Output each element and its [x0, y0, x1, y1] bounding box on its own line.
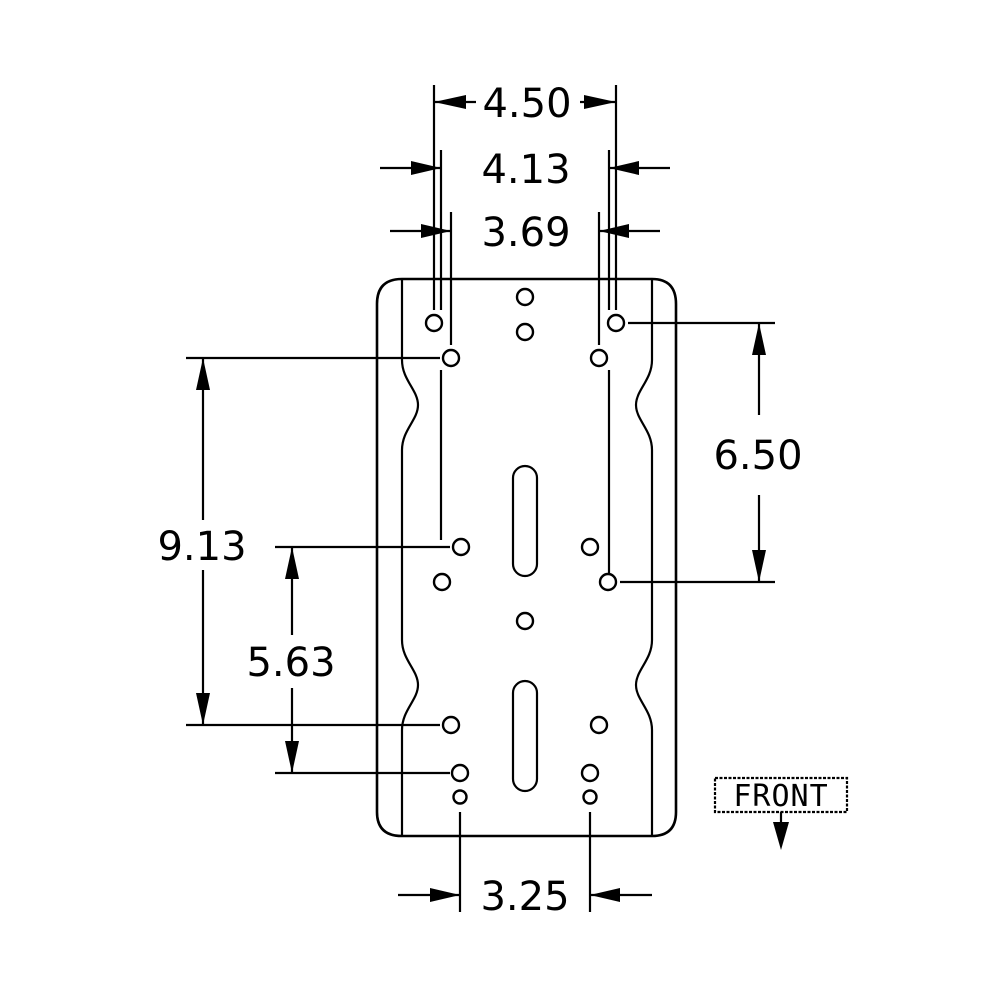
hole [432, 572, 452, 592]
plate-outline [375, 277, 678, 838]
dimension-5-63: 5.63 [246, 545, 450, 775]
dimension-label-3-25: 3.25 [480, 874, 569, 920]
plate-left-flange-line [400, 279, 420, 836]
front-label: FRONT [733, 779, 828, 814]
dimension-label-6-50: 6.50 [713, 433, 802, 479]
hole [580, 763, 600, 783]
hole [452, 789, 468, 805]
dimension-4-50: 4.50 [432, 81, 618, 310]
mounting-holes [424, 287, 626, 805]
hole [515, 322, 535, 342]
hole [606, 313, 626, 333]
dimension-3-25: 3.25 [398, 812, 652, 920]
dimension-label-9-13: 9.13 [157, 524, 246, 570]
hole [589, 348, 609, 368]
center-slot-lower [511, 679, 539, 793]
dimension-label-3-69: 3.69 [481, 210, 570, 256]
hole [598, 572, 618, 592]
hole [441, 348, 461, 368]
front-indicator: FRONT [713, 776, 849, 850]
hole [582, 789, 598, 805]
dimension-label-4-13: 4.13 [481, 147, 570, 193]
hole [450, 763, 470, 783]
hole [451, 537, 471, 557]
center-slot-upper [511, 464, 539, 578]
dimension-9-13: 9.13 [157, 356, 440, 727]
hole [515, 287, 535, 307]
dimension-6-50: 6.50 [620, 321, 803, 584]
hole [424, 313, 444, 333]
dimension-3-69: 3.69 [390, 210, 660, 345]
hole [441, 715, 461, 735]
hole [589, 715, 609, 735]
plate-right-flange-line [634, 279, 654, 836]
dimension-label-4-50: 4.50 [482, 81, 571, 127]
dimension-label-5-63: 5.63 [246, 640, 335, 686]
front-arrow-icon [773, 822, 789, 850]
hole [515, 611, 535, 631]
hole [580, 537, 600, 557]
